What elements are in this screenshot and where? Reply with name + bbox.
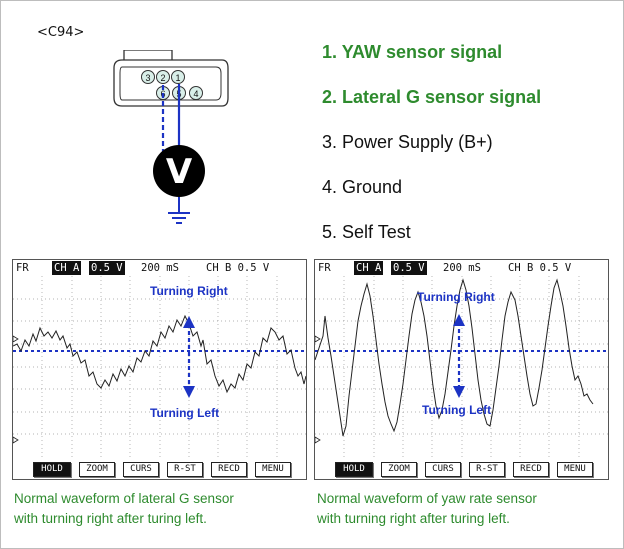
pin-2: 2 (160, 73, 165, 83)
scope-yaw-rate: FR CH A 0.5 V 200 mS CH B 0.5 V Turning … (314, 259, 609, 480)
zoom-button[interactable]: ZOOM (381, 462, 417, 477)
ground-icon (168, 197, 190, 224)
r-st-button[interactable]: R-ST (469, 462, 505, 477)
voltmeter-icon: V (153, 145, 205, 197)
pin-1: 1 (175, 73, 180, 83)
connector-label: <C94> (37, 25, 85, 40)
scope-ch-a-volts: 0.5 V (391, 261, 427, 275)
trigger-marker-icon (315, 436, 321, 444)
menu-button[interactable]: MENU (557, 462, 593, 477)
scope-button-bar: HOLD ZOOM CURS R-ST RECD MENU (13, 459, 306, 479)
legend-item-lateral-g-signal: 2. Lateral G sensor signal (322, 87, 542, 107)
scope-fr-label: FR (16, 262, 29, 274)
scope-grid (13, 276, 306, 457)
caption-line: Normal waveform of yaw rate sensor (317, 491, 537, 506)
turning-right-label: Turning Right (417, 290, 495, 304)
connector-housing (113, 50, 229, 107)
caption-line: Normal waveform of lateral G sensor (14, 491, 234, 506)
lateral-g-waveform (13, 314, 306, 394)
voltmeter-symbol: V (166, 152, 193, 192)
scope-grid (315, 276, 608, 457)
legend-item-self-test: 5. Self Test (322, 222, 411, 242)
pin-4: 4 (193, 89, 198, 99)
caption-line: with turning right after turing left. (317, 511, 510, 526)
pin-3: 3 (145, 73, 150, 83)
scope-ch-b: CH B 0.5 V (508, 262, 572, 274)
scope-plot (13, 276, 306, 457)
scope-fr-label: FR (318, 262, 331, 274)
scope-plot (315, 276, 608, 457)
r-st-button[interactable]: R-ST (167, 462, 203, 477)
scope-ch-b: CH B 0.5 V (206, 262, 270, 274)
curs-button[interactable]: CURS (425, 462, 461, 477)
scope-header: FR CH A 0.5 V 200 mS CH B 0.5 V (315, 260, 608, 276)
probe-wires (161, 84, 181, 152)
turning-left-label: Turning Left (150, 406, 220, 420)
caption-yaw-rate: Normal waveform of yaw rate sensor with … (317, 489, 537, 529)
recd-button[interactable]: RECD (513, 462, 549, 477)
trigger-marker-icon (13, 436, 19, 444)
turning-arrow (453, 314, 465, 398)
caption-lateral-g: Normal waveform of lateral G sensor with… (14, 489, 234, 529)
hold-button[interactable]: HOLD (33, 462, 71, 477)
turning-right-label: Turning Right (150, 284, 228, 298)
turning-left-label: Turning Left (422, 403, 492, 417)
scope-ch-a-volts: 0.5 V (89, 261, 125, 275)
scope-header: FR CH A 0.5 V 200 mS CH B 0.5 V (13, 260, 306, 276)
legend-item-yaw-signal: 1. YAW sensor signal (322, 42, 503, 62)
curs-button[interactable]: CURS (123, 462, 159, 477)
scope-ch-a: CH A (354, 261, 384, 275)
trigger-marker-icon (13, 335, 19, 343)
menu-button[interactable]: MENU (255, 462, 291, 477)
legend-item-power-supply: 3. Power Supply (B+) (322, 132, 493, 152)
trigger-marker-icon (315, 335, 321, 343)
caption-line: with turning right after turing left. (14, 511, 207, 526)
scope-button-bar: HOLD ZOOM CURS R-ST RECD MENU (315, 459, 608, 479)
scope-timebase: 200 mS (141, 262, 179, 274)
legend-item-ground: 4. Ground (322, 177, 403, 197)
connector-diagram: 3 2 1 6 5 4 V (113, 50, 229, 224)
hold-button[interactable]: HOLD (335, 462, 373, 477)
recd-button[interactable]: RECD (211, 462, 247, 477)
scope-timebase: 200 mS (443, 262, 481, 274)
scope-ch-a: CH A (52, 261, 82, 275)
turning-arrow (183, 316, 195, 398)
zoom-button[interactable]: ZOOM (79, 462, 115, 477)
scope-lateral-g: FR CH A 0.5 V 200 mS CH B 0.5 V Turning … (12, 259, 307, 480)
